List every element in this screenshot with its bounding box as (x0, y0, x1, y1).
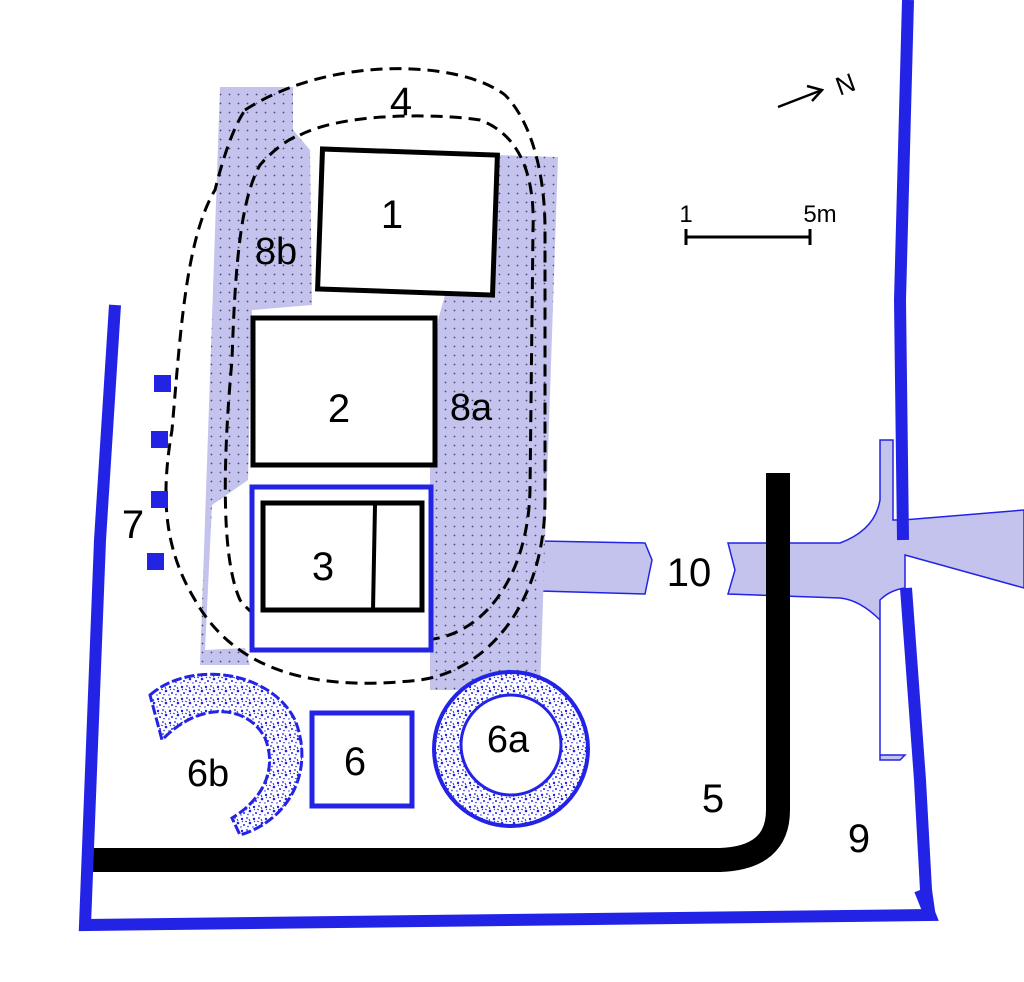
label-6b: 6b (187, 753, 229, 795)
label-6: 6 (344, 740, 366, 784)
north-arrow-icon: N (777, 67, 859, 109)
post (151, 491, 168, 508)
posts-7 (147, 375, 171, 570)
strip-8b (200, 87, 312, 665)
post (154, 375, 171, 392)
label-8b: 8b (255, 231, 297, 273)
label-3: 3 (312, 545, 334, 589)
scale-end-label: 5m (803, 201, 836, 228)
post (151, 431, 168, 448)
scale-bar: 1 5m (679, 201, 837, 245)
north-arrow-label: N (831, 67, 859, 102)
label-6a: 6a (487, 719, 530, 761)
label-10: 10 (667, 551, 712, 595)
label-7: 7 (122, 503, 144, 547)
label-2: 2 (328, 387, 350, 431)
label-8a: 8a (450, 387, 493, 429)
outer-wall (78, 0, 939, 932)
structure-3 (249, 484, 434, 653)
structure-6 (309, 710, 415, 809)
channel-10 (539, 439, 1024, 761)
structure-6b (148, 672, 304, 837)
label-5: 5 (702, 777, 724, 821)
strip-8a (430, 155, 558, 690)
label-9: 9 (848, 817, 870, 861)
label-1: 1 (381, 193, 403, 237)
black-wall (90, 473, 790, 872)
post (147, 553, 164, 570)
structure-1 (315, 146, 500, 298)
structure-6a (432, 670, 590, 828)
label-4: 4 (390, 80, 412, 124)
structure-2 (250, 315, 438, 468)
scale-start-label: 1 (679, 201, 692, 228)
